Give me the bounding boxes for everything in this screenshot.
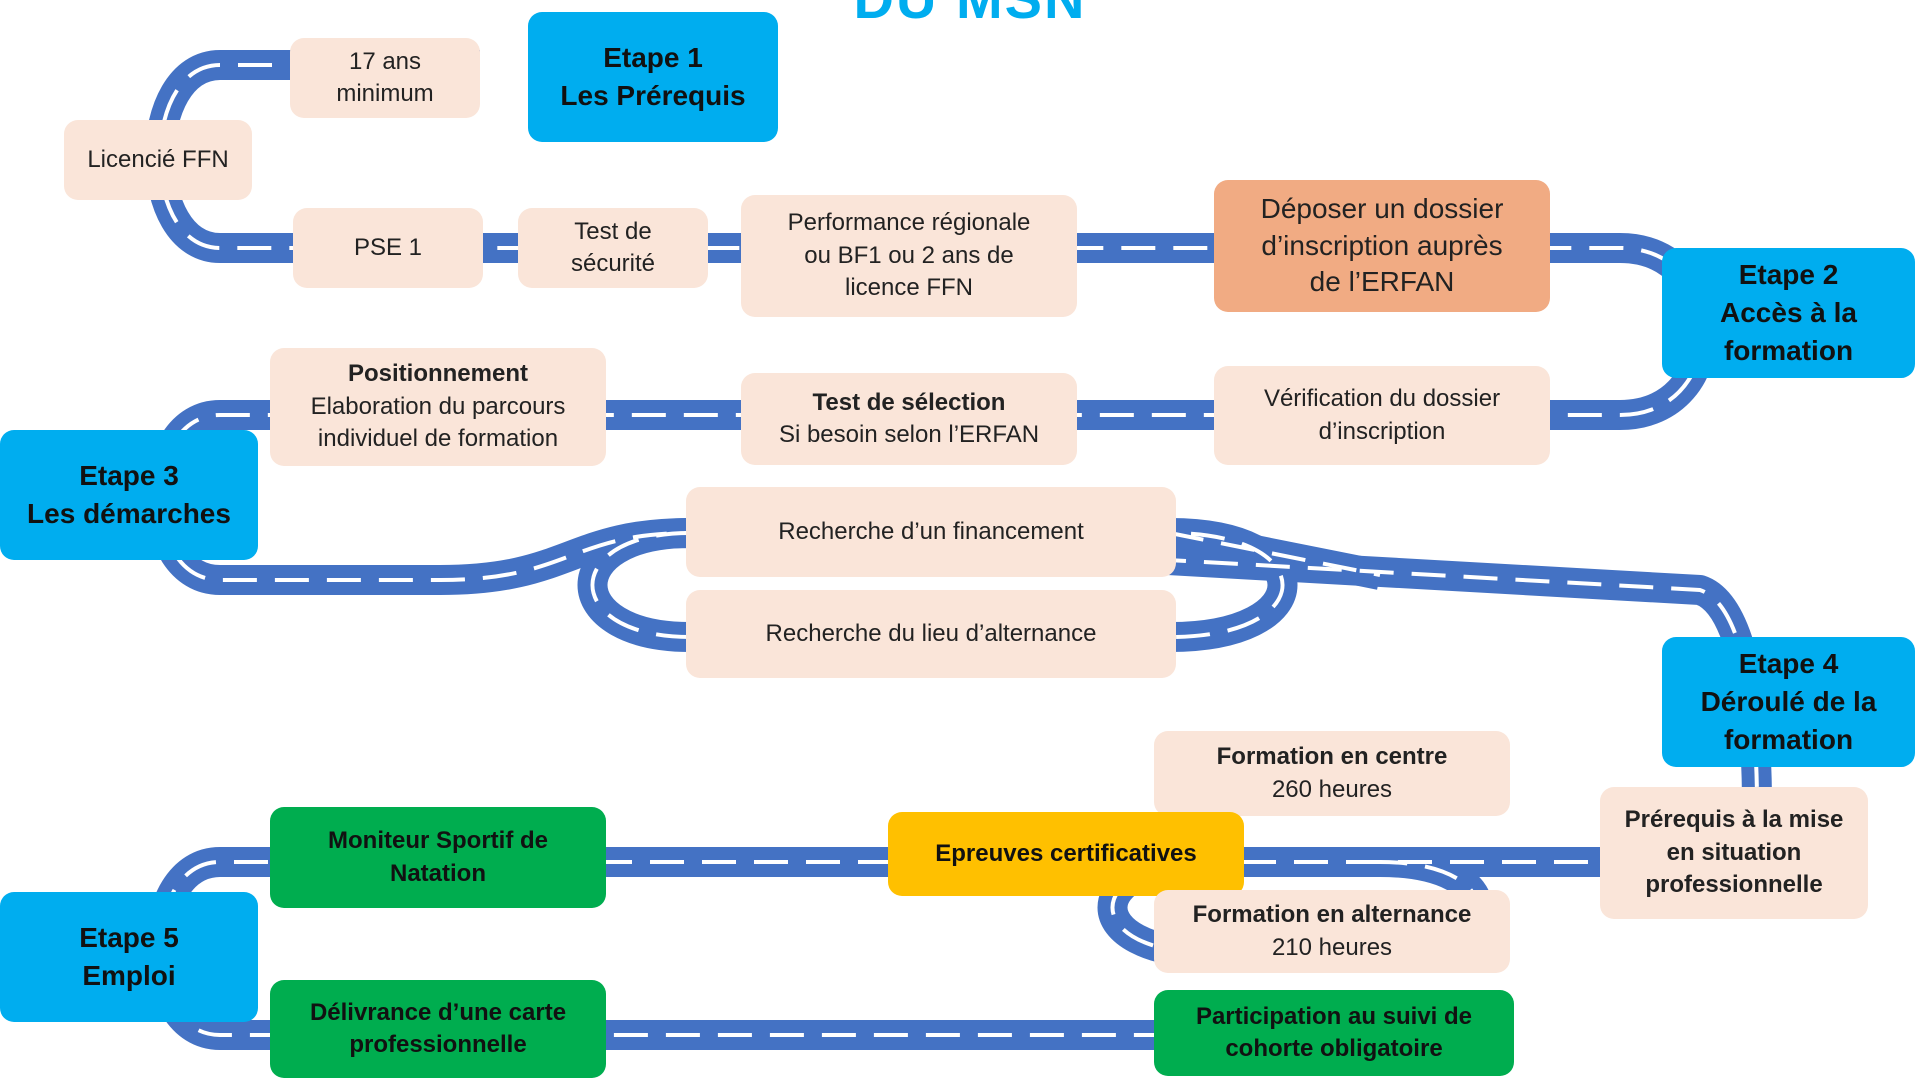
box-positionnement: Positionnement Elaboration du parcours i… (270, 348, 606, 466)
stage-4-line-1: Etape 4 (1738, 648, 1839, 680)
stage-2-line-1: Etape 2 (1738, 259, 1839, 291)
box-licence: Licencié FFN (64, 120, 252, 200)
box-carte-line-2: professionnelle (349, 1031, 527, 1058)
box-epreuves: Epreuves certificatives (888, 812, 1244, 896)
box-licence-line-1: Licencié FFN (87, 145, 229, 173)
box-pse: PSE 1 (293, 208, 483, 288)
box-prereq-line-3: professionnelle (1645, 871, 1823, 899)
box-dossier-line-1: Déposer un dossier (1260, 193, 1504, 225)
box-safety-line-1: Test de (574, 217, 652, 245)
stage-1-line-2: Les Prérequis (560, 80, 746, 111)
stage-3-line-2: Les démarches (27, 498, 231, 529)
box-financement-text: Recherche d’un financement (778, 517, 1084, 545)
box-perf-line-3: licence FFN (844, 274, 974, 302)
box-perf-line-1: Performance régionale (787, 209, 1031, 237)
box-verif-line-1: Vérification du dossier (1263, 385, 1501, 413)
stage-1-line-1: Etape 1 (603, 42, 703, 74)
box-perf-line-2: ou BF1 ou 2 ans de (804, 241, 1014, 269)
box-suivi-line-1: Participation au suivi de (1195, 1002, 1473, 1030)
box-centre-hours: 260 heures (1271, 775, 1393, 803)
box-suivi: Participation au suivi de cohorte obliga… (1154, 990, 1514, 1076)
box-safety-line-2: sécurité (570, 250, 656, 277)
box-moniteur-line-1: Moniteur Sportif de (328, 827, 548, 855)
box-position-line-1: Elaboration du parcours (310, 392, 566, 420)
box-formation-alternance: Formation en alternance 210 heures (1154, 890, 1510, 973)
box-verification: Vérification du dossier d’inscription (1214, 366, 1550, 465)
box-epreuves-text: Epreuves certificatives (935, 839, 1197, 867)
stage-2-line-2: Accès à la (1720, 297, 1857, 329)
box-dossier: Déposer un dossier d’inscription auprès … (1214, 180, 1550, 312)
box-financement: Recherche d’un financement (686, 487, 1176, 577)
box-suivi-line-2: cohorte obligatoire (1225, 1035, 1443, 1062)
box-carte: Délivrance d’une carte professionnelle (270, 980, 606, 1078)
box-alt-title: Formation en alternance (1192, 901, 1472, 929)
box-position-title: Positionnement (347, 360, 528, 388)
box-selection: Test de sélection Si besoin selon l’ERFA… (741, 373, 1077, 465)
box-age-line-2: minimum (336, 80, 434, 107)
stage-5-line-1: Etape 5 (79, 922, 179, 954)
box-prerequis-mise: Prérequis à la mise en situation profess… (1600, 787, 1868, 919)
box-selection-title: Test de sélection (812, 388, 1006, 416)
stage-3-line-1: Etape 3 (79, 460, 179, 492)
stage-2-line-3: formation (1723, 334, 1854, 366)
box-carte-line-1: Délivrance d’une carte (309, 998, 567, 1026)
box-age: 17 ans minimum (290, 38, 480, 118)
box-pse-line-1: PSE 1 (353, 233, 423, 261)
box-prereq-line-1: Prérequis à la mise (1624, 806, 1844, 834)
stage-4-box: Etape 4 Déroulé de la formation (1662, 637, 1915, 767)
box-moniteur-line-2: Natation (390, 859, 486, 887)
diagram-title: DU MSN (820, 0, 1120, 31)
stage-5-line-2: Emploi (82, 960, 176, 991)
stage-1-box: Etape 1 Les Prérequis (528, 12, 778, 142)
box-dossier-line-2: d’inscription auprès (1261, 229, 1503, 261)
box-dossier-line-3: de l’ERFAN (1309, 266, 1455, 298)
box-safety-test: Test de sécurité (518, 208, 708, 288)
box-age-line-1: 17 ans (348, 47, 422, 75)
stage-5-box: Etape 5 Emploi (0, 892, 258, 1022)
box-formation-centre: Formation en centre 260 heures (1154, 731, 1510, 816)
box-centre-title: Formation en centre (1216, 743, 1448, 771)
box-selection-text: Si besoin selon l’ERFAN (778, 421, 1040, 448)
stage-2-box: Etape 2 Accès à la formation (1662, 248, 1915, 378)
stage-3-box: Etape 3 Les démarches (0, 430, 258, 560)
box-moniteur: Moniteur Sportif de Natation (270, 807, 606, 908)
stage-4-line-3: formation (1723, 723, 1854, 755)
box-verif-line-2: d’inscription (1318, 417, 1446, 445)
box-lieu-alternance: Recherche du lieu d’alternance (686, 590, 1176, 678)
box-prereq-line-2: en situation (1666, 838, 1802, 866)
box-position-line-2: individuel de formation (317, 425, 559, 453)
box-lieu-alternance-text: Recherche du lieu d’alternance (765, 619, 1097, 647)
box-alt-hours: 210 heures (1271, 933, 1393, 961)
stage-4-line-2: Déroulé de la (1700, 686, 1877, 718)
box-performance: Performance régionale ou BF1 ou 2 ans de… (741, 195, 1077, 317)
